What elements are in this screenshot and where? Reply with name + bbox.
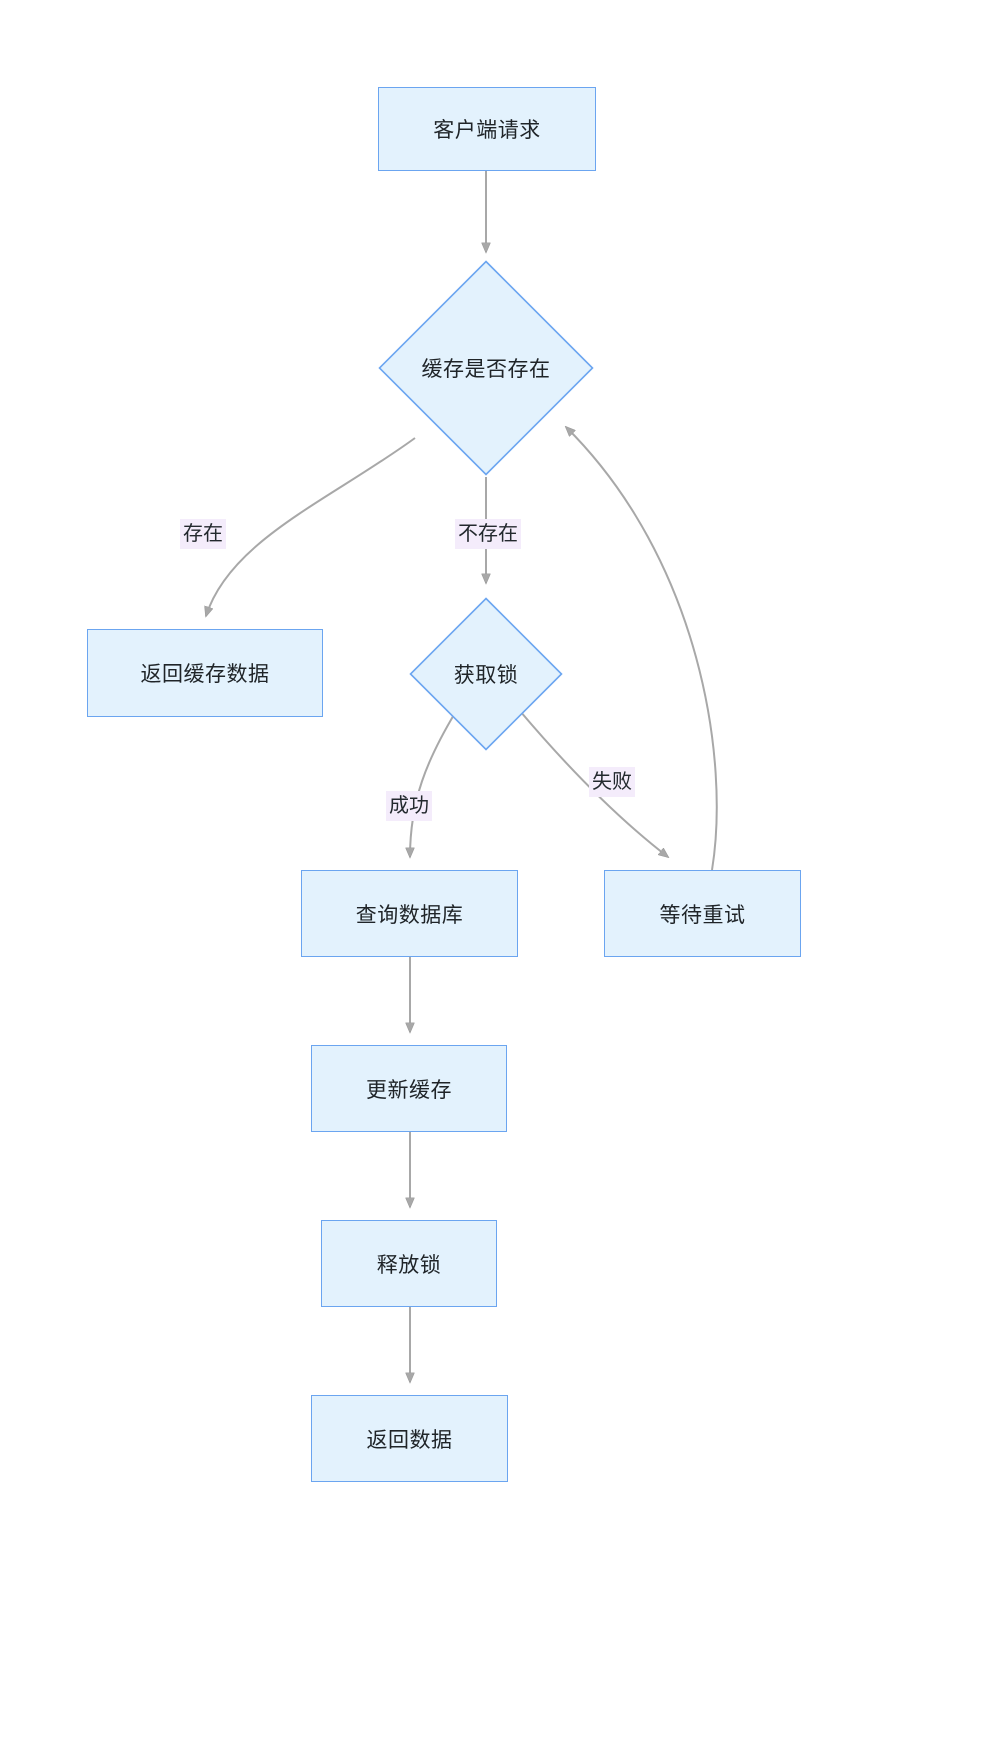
edge-label-not-exists: 不存在 xyxy=(455,519,521,549)
diamond-shape xyxy=(378,260,594,476)
node-return-cache-data[interactable]: 返回缓存数据 xyxy=(87,629,323,717)
node-return-data[interactable]: 返回数据 xyxy=(311,1395,508,1482)
edge-label-exists: 存在 xyxy=(180,519,226,549)
node-cache-exists[interactable]: 缓存是否存在 xyxy=(378,260,594,476)
node-label: 缓存是否存在 xyxy=(421,358,551,381)
node-acquire-lock[interactable]: 获取锁 xyxy=(409,597,563,751)
diamond-shape xyxy=(409,597,563,751)
edge-cache-exists-to-return-cache-data xyxy=(206,437,416,616)
node-client-request[interactable]: 客户端请求 xyxy=(378,87,596,171)
node-release-lock[interactable]: 释放锁 xyxy=(321,1220,497,1307)
node-query-database[interactable]: 查询数据库 xyxy=(301,870,518,957)
node-label: 返回缓存数据 xyxy=(140,663,270,686)
node-label: 返回数据 xyxy=(366,1428,453,1452)
node-label: 等待重试 xyxy=(659,903,746,927)
node-label: 获取锁 xyxy=(453,664,519,687)
node-update-cache[interactable]: 更新缓存 xyxy=(311,1045,507,1132)
node-label: 释放锁 xyxy=(376,1253,442,1277)
edge-acquire-lock-to-query-database xyxy=(410,712,456,857)
node-label: 更新缓存 xyxy=(366,1078,452,1102)
edge-label-failure: 失败 xyxy=(589,767,635,797)
node-label: 查询数据库 xyxy=(355,903,464,927)
edge-wait-retry-to-cache-exists xyxy=(566,427,718,871)
edge-label-success: 成功 xyxy=(386,791,432,821)
node-wait-retry[interactable]: 等待重试 xyxy=(604,870,801,957)
node-label: 客户端请求 xyxy=(433,119,541,142)
